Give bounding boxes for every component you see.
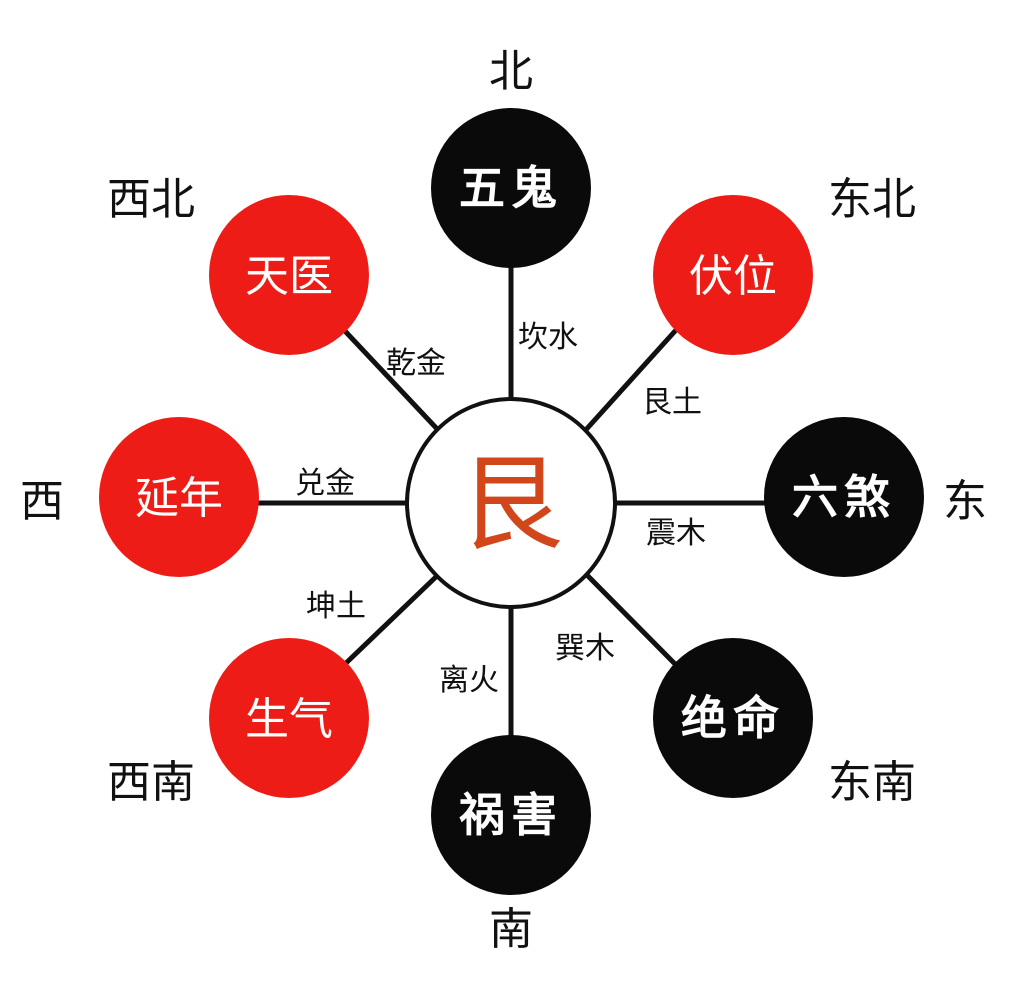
trigram-label-southeast: 巽木 (555, 631, 615, 666)
star-label-south: 祸害 (459, 788, 563, 842)
trigram-label-south: 离火 (439, 663, 499, 698)
spoke-line-northwest (341, 327, 443, 435)
star-label-northwest: 天医 (245, 251, 333, 302)
direction-label-northeast: 东北 (828, 174, 916, 225)
spoke-line-southwest (341, 570, 443, 668)
star-label-east: 六煞 (792, 470, 896, 524)
star-circle-northwest (209, 195, 369, 355)
direction-label-south: 南 (489, 904, 533, 955)
trigram-label-north: 坎水 (518, 320, 578, 355)
star-circle-east (764, 417, 924, 577)
connector-lines (253, 262, 770, 741)
star-circle-southeast (653, 638, 813, 798)
star-label-west: 延年 (135, 473, 223, 524)
star-circle-southwest (209, 638, 369, 798)
node-northeast: 伏位 东北 艮土 (642, 174, 916, 420)
star-circle-south (431, 735, 591, 895)
star-circle-west (99, 417, 259, 577)
center-label: 艮 (459, 443, 563, 565)
star-label-north: 五鬼 (459, 161, 563, 215)
node-east: 六煞 东 震木 (646, 417, 987, 577)
node-north: 五鬼 北 坎水 (431, 46, 591, 355)
trigram-label-southwest: 坤土 (306, 589, 366, 624)
node-west: 延年 西 兑金 (20, 417, 355, 577)
direction-label-northwest: 西北 (107, 174, 195, 225)
direction-label-southwest: 西南 (107, 757, 195, 808)
node-northwest: 天医 西北 乾金 (107, 174, 446, 381)
trigram-label-east: 震木 (646, 516, 706, 551)
direction-label-north: 北 (489, 46, 533, 97)
direction-label-east: 东 (943, 476, 987, 527)
trigram-label-northeast: 艮土 (642, 385, 702, 420)
trigram-label-northwest: 乾金 (386, 346, 446, 381)
direction-label-west: 西 (20, 476, 64, 527)
node-southwest: 生气 西南 坤土 (107, 589, 369, 808)
star-circle-northeast (653, 195, 813, 355)
center-node: 艮 (405, 397, 617, 609)
center-circle (405, 397, 617, 609)
direction-label-southeast: 东南 (828, 757, 916, 808)
star-label-southeast: 绝命 (681, 691, 785, 745)
star-circle-north (431, 108, 591, 268)
node-southeast: 绝命 东南 巽木 (555, 631, 916, 808)
spoke-line-northeast (580, 327, 679, 436)
trigram-label-west: 兑金 (295, 466, 355, 501)
node-south: 祸害 南 离火 (431, 663, 591, 955)
star-label-southwest: 生气 (245, 694, 333, 745)
spoke-line-southeast (582, 570, 679, 668)
star-label-northeast: 伏位 (689, 251, 777, 302)
